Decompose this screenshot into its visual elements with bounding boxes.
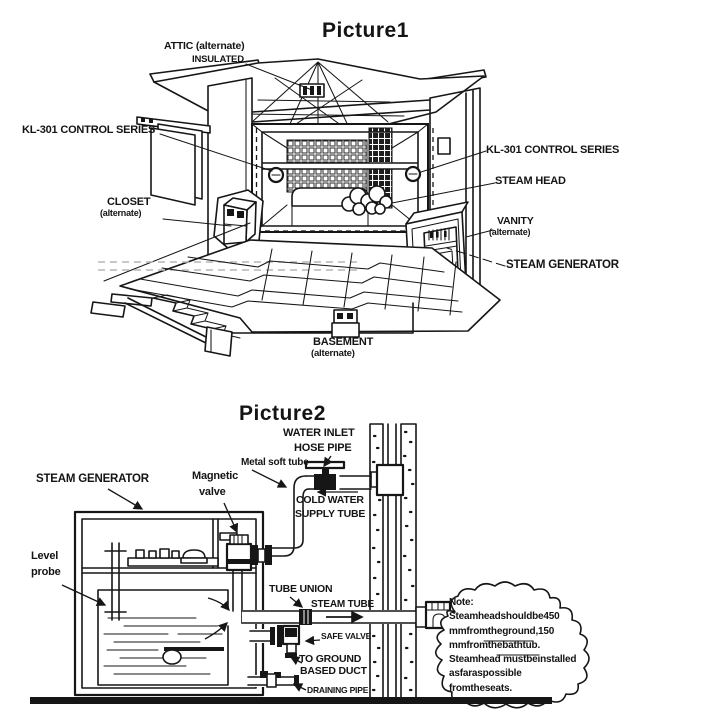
picture2-leader-lines [61, 455, 333, 692]
wall-section [369, 423, 417, 701]
label-safe-valve: SAFE VALVE [321, 631, 372, 641]
note-line-2: mmfromtheground,150 [449, 626, 555, 637]
basement-stairs [90, 293, 241, 357]
note-line-6: fromtheseats. [449, 683, 512, 694]
circuit-board [127, 548, 219, 567]
picture1-leader-lines [159, 133, 506, 267]
label-level: Level [31, 550, 59, 562]
label-to-ground: TO GROUND [299, 653, 362, 665]
steam-room-interior [251, 123, 448, 233]
label-cold-water: COLD WATER [296, 494, 364, 506]
water-inlet-valve-body [314, 474, 336, 490]
label-tube-union: TUBE UNION [269, 583, 333, 595]
label-magnetic: Magnetic [192, 470, 239, 482]
ground-line [30, 697, 552, 704]
attic-leader-line [245, 63, 313, 91]
label-water-inlet: WATER INLET [283, 427, 355, 439]
note-line-5: asfaraspossible [449, 668, 522, 679]
wall-pipe-junction [375, 463, 405, 497]
safe-valve-assembly [249, 624, 301, 658]
steam-tube-assembly [204, 597, 452, 640]
label-closet-alt: (alternate) [100, 208, 142, 218]
floor-planks [98, 239, 501, 333]
closet-control [213, 189, 264, 250]
right-wall [429, 87, 481, 293]
basement-control [231, 302, 414, 338]
picture2-drawing [30, 423, 590, 709]
flow-arrow-lower [204, 622, 228, 640]
label-valve: valve [199, 486, 226, 498]
label-steam-generator-p1: STEAM GENERATOR [506, 259, 619, 271]
window-rail [262, 162, 418, 170]
label-vanity: VANITY [497, 215, 534, 227]
label-hose-pipe: HOSE PIPE [294, 442, 352, 454]
steam-generator-cabinet [73, 510, 265, 697]
picture1-title: Picture1 [322, 19, 409, 42]
label-closet: CLOSET [107, 196, 151, 208]
draining-pipe-assembly [247, 671, 299, 688]
hanging-panels [136, 116, 211, 206]
level-probe [104, 542, 127, 621]
picture2-title: Picture2 [239, 402, 326, 425]
label-draining-pipe: DRAINING PIPE [307, 685, 369, 695]
label-metal-soft-tube: Metal soft tube [241, 457, 309, 468]
magnetic-valve [225, 534, 272, 624]
label-insulated: INSULATED [192, 54, 244, 65]
label-vanity-alt: (alternate) [489, 227, 531, 237]
wall-floor-edge [103, 222, 251, 282]
label-basement: BASEMENT [313, 336, 374, 348]
label-steam-generator-p2: STEAM GENERATOR [36, 473, 149, 485]
note-underlines [483, 640, 540, 656]
note-title: Note: [449, 597, 474, 608]
label-probe: probe [31, 566, 61, 578]
water-level-lines [103, 617, 224, 675]
label-kl301-left: KL-301 CONTROL SERIES [22, 124, 156, 136]
picture1-drawing [90, 58, 506, 357]
tube-union-fitting [299, 609, 312, 625]
flow-arrow-upper [207, 597, 230, 612]
note-line-4: Steamhead mustbeinstalled [449, 654, 577, 665]
label-supply-tube: SUPPLY TUBE [295, 508, 366, 520]
label-attic: ATTIC (alternate) [164, 40, 245, 52]
water-tank [97, 589, 229, 686]
note-line-3: mmfromthebathtub. [449, 640, 541, 651]
steam-cloud [341, 185, 393, 216]
note-line-1: Steamheadshouldbe450 [449, 611, 560, 622]
note-cloud [434, 581, 590, 709]
label-basement-alt: (alternate) [311, 348, 355, 359]
label-steam-tube: STEAM TUBE [311, 599, 375, 610]
label-based-duct: BASED DUCT [300, 665, 367, 677]
label-steam-head: STEAM HEAD [495, 175, 566, 187]
label-kl301-right: KL-301 CONTROL SERIES [486, 144, 620, 156]
